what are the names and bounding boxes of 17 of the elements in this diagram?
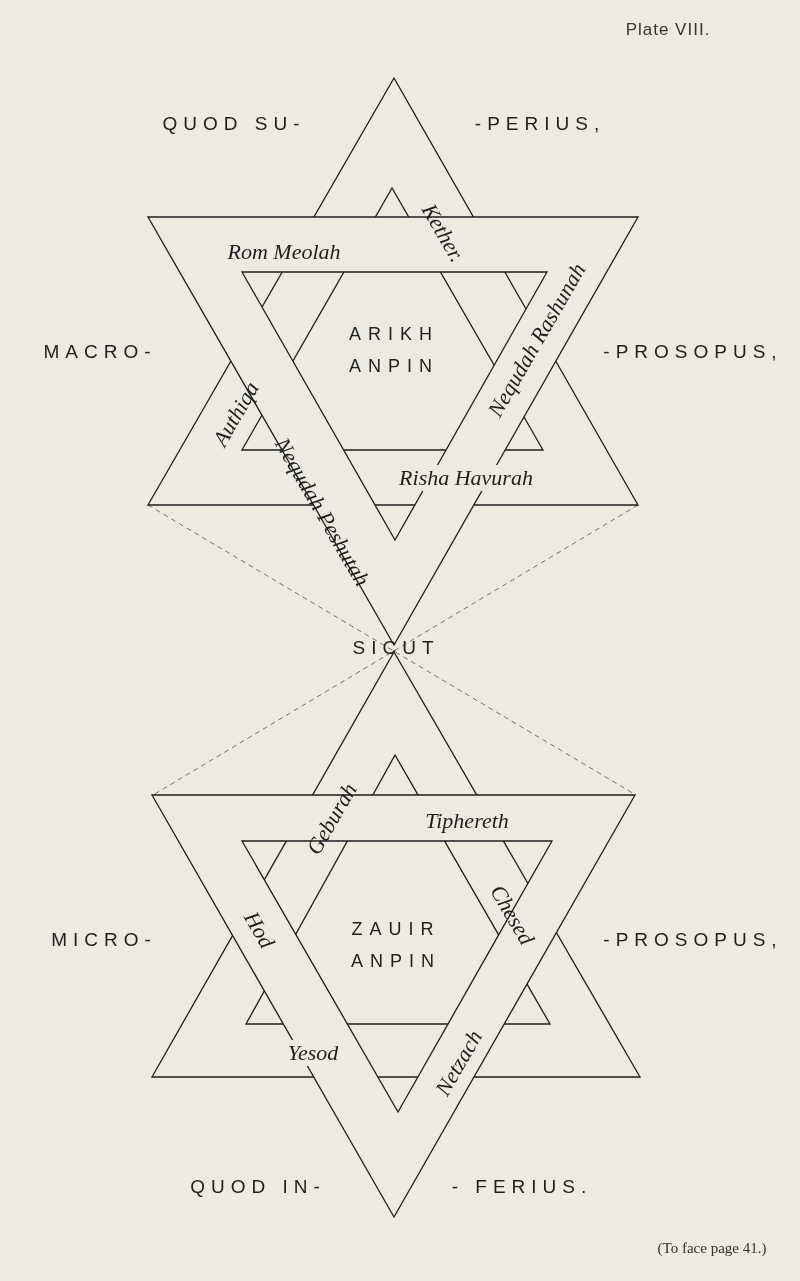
center-label: ZAUIR ANPIN xyxy=(350,917,442,972)
caption-text: -PROSOPUS, xyxy=(603,341,783,363)
plate-number: Plate VIII. xyxy=(625,20,711,40)
caption-text: QUOD IN- xyxy=(190,1176,326,1198)
caption-text: MACRO- xyxy=(43,341,157,363)
band-label: Rom Meolah xyxy=(227,239,341,265)
band-label: Risha Havurah xyxy=(396,465,536,491)
caption-text: MICRO- xyxy=(51,929,157,951)
band-label: Hod xyxy=(238,907,280,953)
caption-text: - FERIUS. xyxy=(451,1176,593,1198)
caption-text: QUOD SU- xyxy=(162,113,306,135)
caption-text: SICUT xyxy=(352,637,440,659)
center-label: ARIKH ANPIN xyxy=(348,322,440,377)
band-label: Tiphereth xyxy=(425,808,509,834)
caption-text: -PERIUS, xyxy=(474,113,606,135)
page-note: (To face page 41.) xyxy=(657,1239,767,1257)
caption-text: -PROSOPUS, xyxy=(603,929,783,951)
